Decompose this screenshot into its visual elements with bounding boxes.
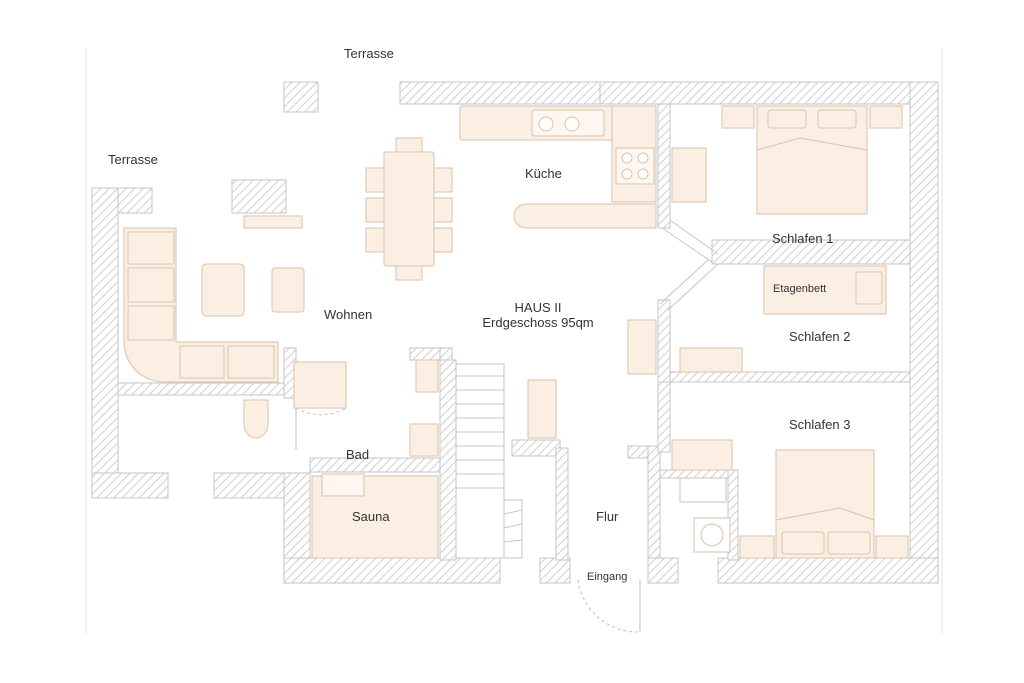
armchair-1 xyxy=(201,263,245,317)
kitchen-bar xyxy=(513,203,657,229)
staircase xyxy=(455,363,523,559)
angled-walls xyxy=(659,219,719,311)
nightstand-3a xyxy=(739,535,775,559)
kitchen-cabinet xyxy=(671,147,707,203)
wardrobe-bedroom3 xyxy=(671,439,733,471)
nightstand-1a xyxy=(721,105,755,129)
bathroom-cabinet xyxy=(415,359,439,393)
interior-walls xyxy=(117,103,911,561)
nightstand-3b xyxy=(875,535,909,559)
plan-subtitle: Erdgeschoss 95qm xyxy=(482,315,594,330)
label-schlafen-1: Schlafen 1 xyxy=(772,231,834,246)
label-etagenbett: Etagenbett xyxy=(773,283,827,295)
tv-bench xyxy=(243,215,303,229)
label-terrasse-left: Terrasse xyxy=(108,152,158,167)
dresser-bedroom2 xyxy=(679,347,743,373)
armchair-2 xyxy=(271,267,305,313)
sauna-oven xyxy=(321,473,365,497)
cabinet-bedroom2-left xyxy=(627,319,657,375)
label-sauna: Sauna xyxy=(352,509,390,524)
shower xyxy=(293,361,347,409)
bathroom-sink xyxy=(409,423,439,457)
nightstand-1b xyxy=(869,105,903,129)
label-schlafen-3: Schlafen 3 xyxy=(789,417,851,432)
label-schlafen-2: Schlafen 2 xyxy=(789,329,851,344)
dining-table xyxy=(383,151,435,267)
label-bad: Bad xyxy=(346,447,370,462)
label-wohnen: Wohnen xyxy=(324,307,373,322)
bed-covers xyxy=(756,137,875,521)
sofa xyxy=(123,227,279,383)
toilet xyxy=(243,399,269,439)
flur-wardrobe xyxy=(527,379,557,439)
boiler xyxy=(679,477,727,503)
plan-title: HAUS II xyxy=(514,300,562,315)
stove xyxy=(615,147,655,185)
label-terrasse-top: Terrasse xyxy=(344,46,394,61)
label-flur: Flur xyxy=(596,509,619,524)
outer-walls xyxy=(91,81,939,584)
label-kueche: Küche xyxy=(525,166,562,181)
door-swings xyxy=(295,407,641,633)
furniture xyxy=(123,105,909,559)
label-eingang: Eingang xyxy=(587,571,628,583)
